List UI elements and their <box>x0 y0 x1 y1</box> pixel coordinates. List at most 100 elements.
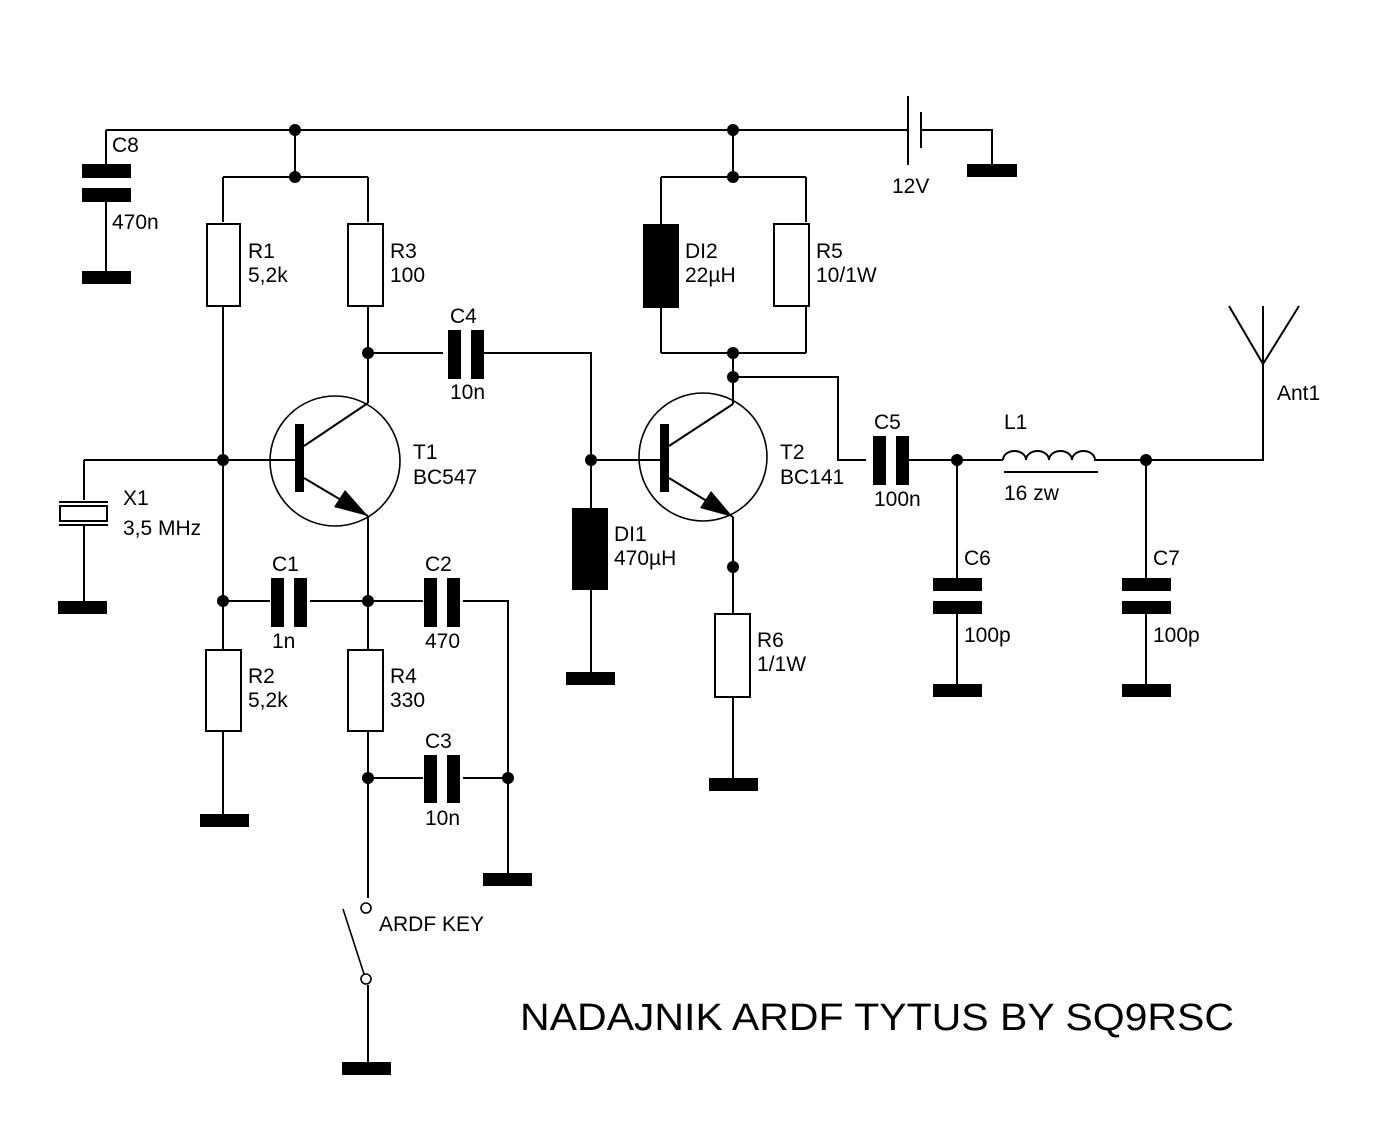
component-value: 470n <box>112 211 159 234</box>
capacitor-c8: C8 470n <box>82 134 159 234</box>
battery-ground-wire <box>921 129 993 165</box>
capacitor-plate <box>448 330 461 379</box>
component-ref: R4 <box>390 665 417 688</box>
grounds <box>58 164 1171 1075</box>
capacitor-plate <box>447 578 460 627</box>
component-value: 470 <box>425 630 460 653</box>
transistor-base-bar <box>295 424 304 492</box>
component-ref: R2 <box>248 665 275 688</box>
diagram-title: NADAJNIK ARDF TYTUS BY SQ9RSC <box>520 997 1234 1039</box>
t2-c5-wire <box>733 376 866 461</box>
transistor-outline <box>269 395 401 527</box>
emitter-arrow-icon <box>334 490 368 516</box>
resistor-body <box>347 223 384 307</box>
component-value: 100 <box>390 264 425 287</box>
l1-ant-wire <box>1097 360 1264 461</box>
ground-icon <box>483 873 532 886</box>
capacitor-plate <box>271 578 284 627</box>
switch-lever[interactable] <box>342 908 365 975</box>
ground-icon <box>1122 684 1171 697</box>
ground-icon <box>58 601 107 614</box>
junction-dot <box>727 347 739 359</box>
t2-base-wire <box>590 459 640 673</box>
emitter-arrow-icon <box>700 491 733 517</box>
capacitor-plate <box>471 330 484 379</box>
inductor-l1: L1 16 zw <box>1002 411 1098 505</box>
capacitor-c2: C2 470 <box>424 553 460 653</box>
resistor-body <box>347 649 384 732</box>
resistor-r3: R3 100 <box>347 223 425 307</box>
junctions <box>217 124 1152 784</box>
capacitor-c7: C7 100p <box>1122 547 1200 647</box>
resistor-body <box>206 223 241 307</box>
ground-icon <box>967 164 1017 177</box>
component-ref: C6 <box>964 547 991 570</box>
component-value: BC547 <box>413 466 477 489</box>
transistor-outline <box>638 392 768 522</box>
resistor-r2: R2 5,2k <box>205 649 288 732</box>
component-ref: R1 <box>248 240 275 263</box>
capacitor-c6: C6 100p <box>933 547 1011 647</box>
capacitor-plate <box>1122 601 1171 614</box>
component-ref: C7 <box>1153 547 1180 570</box>
component-value: BC141 <box>780 466 844 489</box>
ground-icon <box>709 778 758 791</box>
component-ref: C2 <box>425 553 452 576</box>
transistor-t1: T1 BC547 <box>269 395 477 527</box>
junction-dot <box>727 371 739 383</box>
junction-dot <box>362 347 374 359</box>
component-ref: Ant1 <box>1277 382 1320 405</box>
component-ref: T1 <box>413 441 438 464</box>
junction-dot <box>727 124 739 136</box>
junction-dot <box>217 454 229 466</box>
junction-dot <box>289 124 301 136</box>
component-value: 1n <box>272 630 295 653</box>
junction-dot <box>727 171 739 183</box>
battery-12v: 12V <box>892 96 929 198</box>
transistor-collector-lead <box>668 403 734 447</box>
switch-contact <box>360 902 372 914</box>
capacitor-plate <box>82 164 131 178</box>
junction-dot <box>727 561 739 573</box>
junction-dot <box>951 454 963 466</box>
junction-dot <box>502 772 514 784</box>
component-value: 100p <box>964 624 1011 647</box>
component-value: 1/1W <box>757 653 806 676</box>
junction-dot <box>217 595 229 607</box>
crystal-body <box>59 505 108 522</box>
ardf-key-switch[interactable]: ARDF KEY <box>342 902 484 985</box>
crystal-electrode <box>59 501 108 526</box>
resistor-r6: R6 1/1W <box>714 613 806 698</box>
c4-wire <box>368 352 592 460</box>
capacitor-plate <box>294 578 307 627</box>
component-value: 10/1W <box>816 264 877 287</box>
junction-dot <box>1140 454 1152 466</box>
capacitor-plate <box>933 578 982 591</box>
transistor-t2: T2 BC141 <box>638 392 844 522</box>
junction-dot <box>362 595 374 607</box>
resistor-r4: R4 330 <box>347 649 425 732</box>
x1-wire <box>83 459 272 602</box>
component-ref: R5 <box>816 240 843 263</box>
resistor-r5: R5 10/1W <box>773 223 877 307</box>
ground-icon <box>342 1062 391 1075</box>
junction-dot <box>289 171 301 183</box>
component-ref: C8 <box>112 134 139 157</box>
component-ref: DI1 <box>614 523 647 546</box>
switch-label: ARDF KEY <box>379 913 484 936</box>
component-ref: L1 <box>1004 411 1027 434</box>
component-ref: C4 <box>450 305 477 328</box>
resistor-r1: R1 5,2k <box>206 223 288 307</box>
junction-dot <box>362 772 374 784</box>
battery-label: 12V <box>892 175 929 198</box>
antenna-icon <box>1228 305 1300 366</box>
resistor-body <box>714 613 751 698</box>
ground-icon <box>566 672 615 685</box>
component-ref: T2 <box>780 441 805 464</box>
capacitor-plate <box>424 755 437 803</box>
component-value: 100n <box>874 488 921 511</box>
component-value: 470µH <box>614 547 676 570</box>
choke-body <box>572 508 608 590</box>
ground-icon <box>933 684 982 697</box>
